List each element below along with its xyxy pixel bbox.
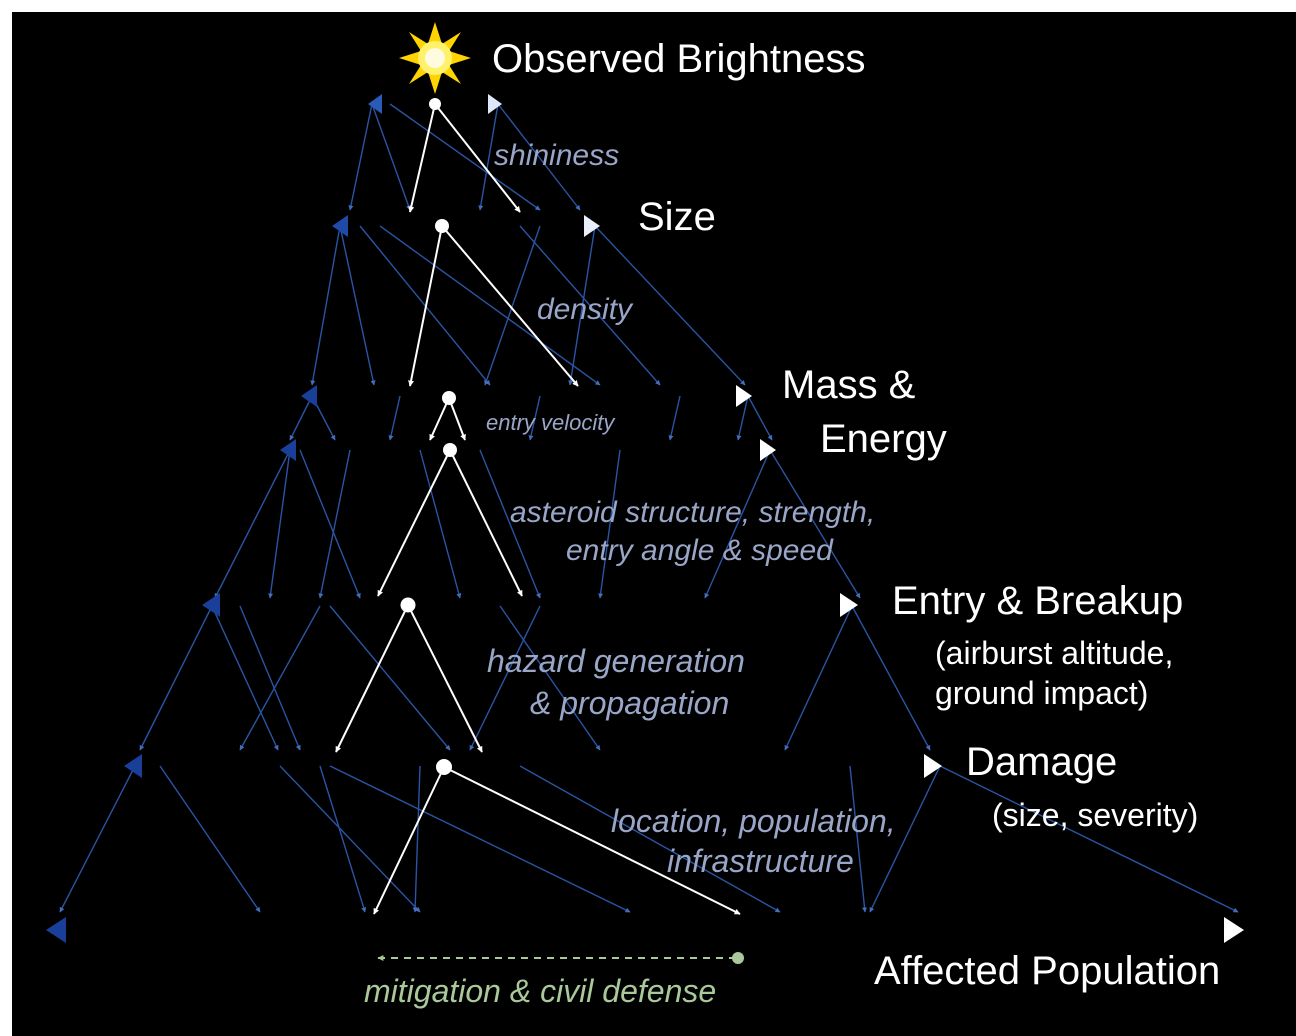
node-size — [435, 219, 449, 233]
mitigation-label: mitigation & civil defense — [364, 973, 716, 1009]
node-damage — [436, 759, 452, 775]
node-energy — [443, 443, 457, 457]
factor-hazard-line1: hazard generation — [487, 643, 745, 679]
factor-density: density — [537, 293, 634, 326]
factor-structure-line1: asteroid structure, strength, — [510, 496, 875, 529]
mitigation-arrow — [377, 952, 744, 964]
axis-arrowhead-brightness-left — [368, 94, 382, 114]
axis-arrowhead-size-right — [584, 215, 600, 237]
axis-arrowhead-entry-right — [840, 593, 858, 617]
sun-icon — [399, 22, 471, 94]
axis-arrowhead-size-left — [332, 215, 348, 237]
dependency-lines — [59, 103, 1239, 913]
factor-labels: shininess density entry velocity asteroi… — [486, 139, 896, 879]
axis-arrowhead-mass-left — [301, 385, 317, 407]
factor-location-line1: location, population, — [611, 803, 896, 839]
node-brightness — [429, 98, 441, 110]
heading-damage-sub: (size, severity) — [992, 797, 1198, 833]
axis-arrowhead-mass-right — [736, 385, 752, 407]
factor-structure-line2: entry angle & speed — [566, 534, 834, 567]
factor-hazard-line2: & propagation — [530, 685, 729, 721]
mitigation-node — [732, 952, 744, 964]
heading-entry-sub-line1: (airburst altitude, — [935, 635, 1173, 671]
axis-arrowhead-energy-left — [280, 439, 296, 461]
axis-arrowhead-energy-right — [760, 439, 776, 461]
node-entry — [400, 597, 416, 613]
axis-arrowhead-entry-left — [202, 593, 220, 617]
axis-arrowhead-brightness-right — [488, 94, 502, 114]
level-headings: Observed Brightness Size Mass & Energy E… — [492, 37, 1220, 993]
level-axes — [46, 94, 1244, 943]
heading-affected-population: Affected Population — [874, 949, 1220, 993]
propagation-paths — [335, 103, 741, 915]
heading-mass-line2: Energy — [820, 417, 947, 461]
axis-arrowhead-damage-left — [124, 754, 142, 778]
heading-size: Size — [638, 195, 716, 239]
node-mass — [442, 391, 456, 405]
factor-location-line2: infrastructure — [667, 843, 854, 879]
diagram-background — [12, 12, 1296, 1036]
nodes — [400, 98, 457, 775]
heading-damage: Damage — [966, 740, 1117, 784]
factor-shininess: shininess — [494, 139, 619, 172]
axis-arrowhead-population-right — [1224, 917, 1244, 943]
axis-arrowhead-damage-right — [924, 754, 942, 778]
heading-entry-sub-line2: ground impact) — [935, 675, 1148, 711]
heading-mass-line1: Mass & — [782, 363, 916, 407]
heading-entry-breakup: Entry & Breakup — [892, 579, 1183, 623]
factor-entry-velocity: entry velocity — [486, 410, 616, 435]
heading-observed-brightness: Observed Brightness — [492, 37, 866, 81]
axis-arrowhead-population-left — [46, 917, 66, 943]
